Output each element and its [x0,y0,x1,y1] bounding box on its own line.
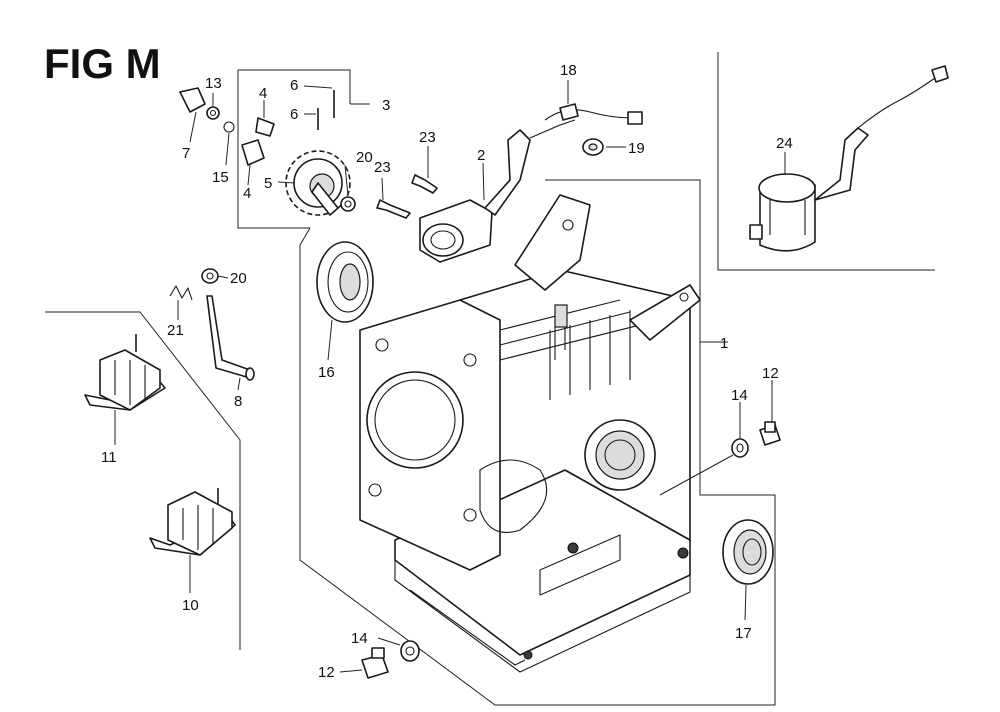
callout-10: 10 [182,597,199,614]
washer-part-14-right [731,438,749,458]
link-part-4 [241,117,275,166]
sensor-assembly-part-24 [749,65,949,252]
callout-2: 2 [477,147,485,164]
callout-6-upper: 6 [290,77,298,94]
callout-14-bottom: 14 [351,630,368,647]
callout-15: 15 [212,169,229,186]
washer-part-14-bottom [400,640,420,662]
pump-cover-part-7 [179,87,206,113]
oil-sensor-part-2 [419,119,576,263]
callout-17: 17 [735,625,752,642]
washer-part-20 [340,196,356,212]
callout-6-lower: 6 [290,106,298,123]
callout-14-right: 14 [731,387,748,404]
callout-23-upper: 23 [419,129,436,146]
callout-19: 19 [628,140,645,157]
bearing-part-16 [316,241,374,323]
callout-4-upper: 4 [259,85,267,102]
callout-labels: 1 2 3 4 4 5 6 6 7 8 10 11 12 12 13 14 14… [101,62,793,681]
clip-part-15 [223,121,235,133]
spring-part-21 [169,285,193,301]
callout-8: 8 [234,393,242,410]
callout-16: 16 [318,364,335,381]
oil-seal-part-17 [722,519,774,585]
callout-21: 21 [167,322,184,339]
figure-title: FIG M [44,40,161,87]
callout-12-bottom: 12 [318,664,335,681]
callout-20-upper: 20 [356,149,373,166]
callout-11: 11 [101,449,117,466]
callout-7: 7 [182,145,190,162]
pin-part-6 [317,90,335,130]
crankcase-part-1 [359,194,701,673]
gear-part-5 [285,150,351,216]
mount-part-10 [149,488,236,556]
callout-3: 3 [382,97,390,114]
callout-1: 1 [720,335,728,352]
callout-4-lower: 4 [243,185,251,202]
washer-part-13 [206,106,220,120]
grommet-part-19 [582,138,604,156]
mount-part-11 [84,334,166,411]
callout-23-lower: 23 [374,159,391,176]
wire-harness-part-18 [544,103,643,125]
nut-part-20 [201,268,219,284]
bolt-part-12-bottom [361,647,389,679]
callout-24: 24 [776,135,793,152]
bolt-part-12-right [759,421,781,446]
callout-18: 18 [560,62,577,79]
callout-12-right: 12 [762,365,779,382]
leader-lines [114,80,786,673]
callout-20-left: 20 [230,270,247,287]
callout-13: 13 [205,75,222,92]
callout-5: 5 [264,175,272,192]
group-frames [45,52,935,706]
bolt-part-23 [376,174,438,219]
pipe-part-8 [206,295,255,381]
